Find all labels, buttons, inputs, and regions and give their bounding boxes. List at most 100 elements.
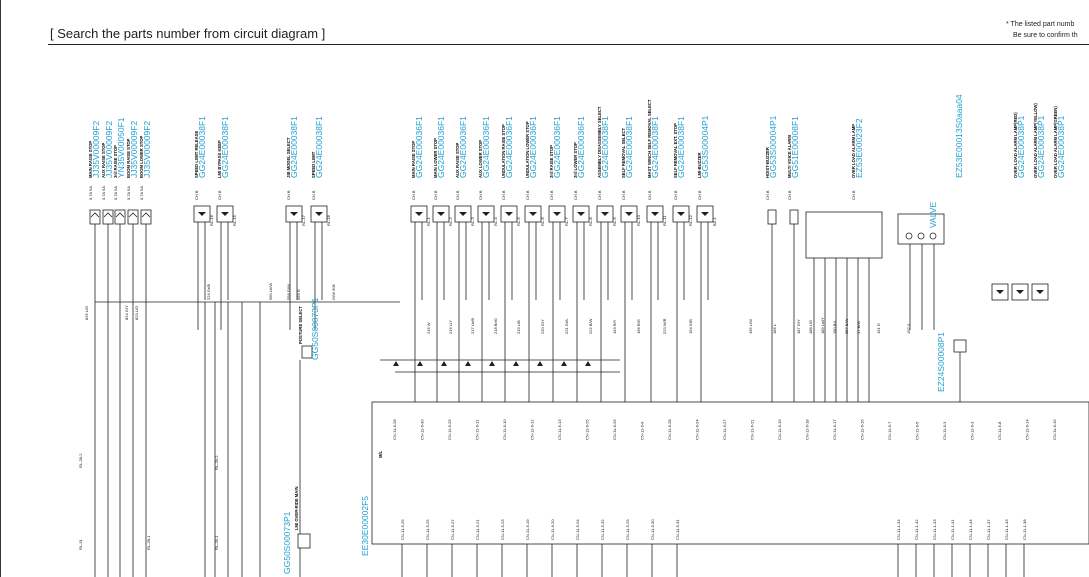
fuse-label-23: CH B [787, 190, 792, 200]
switch-arrow-0 [90, 212, 100, 218]
wire-label-6: 558 G/W [286, 284, 291, 300]
relay-diode-10 [437, 212, 445, 216]
relay-code-12: RL-4 [493, 217, 498, 226]
switch-box-3 [127, 209, 139, 225]
component-desc-17: ASSEMBLY DISASSEMBLY SELECT [597, 106, 602, 178]
fuse-label-13: CH B [501, 190, 506, 200]
connector-label-21: CN-11-6-3 [970, 421, 975, 440]
connector-label-6: CN-11-6-13 [557, 419, 562, 440]
fuse-label-7: CH B [286, 190, 291, 200]
wire-label-25: 190 B/L [832, 319, 837, 334]
lower-connector-label-15: CN-11-1-41 [950, 519, 955, 540]
connector-label-22: CN-11-6-8 [997, 421, 1002, 440]
component-desc-2: 3rd RAISE STOP [113, 145, 118, 178]
lower-connector-label-19: CN-11-1-38 [1022, 519, 1027, 540]
wire-label-8: 215 W [426, 322, 431, 334]
connector-label-8: CN-11-6-26 [612, 419, 617, 440]
component-desc-11: AUX RAISE STOP [455, 143, 460, 178]
component-desc-28: OVER LOAD ALARM LAMP(YELLOW) [1033, 103, 1038, 178]
relay-code-14: RL-6 [540, 217, 545, 226]
wire-label-21: 186 L [772, 323, 777, 334]
ez24-box [953, 339, 967, 353]
switch-box-4 [140, 209, 152, 225]
lower-connector-label-11: CN-11-5-31 [675, 519, 680, 540]
connector-label-14: CN-11-6-19 [777, 419, 782, 440]
lower-connector-label-12: CN-11-1-34 [896, 519, 901, 540]
lower-connector-label-0: CN-11-5-26 [400, 519, 405, 540]
switch-box-2 [114, 209, 126, 225]
connector-label-3: CN-11-6-11 [475, 419, 480, 440]
component-desc-18: SELF REMOVAL SELECT [621, 127, 626, 178]
fuse-label-10: CH B [433, 190, 438, 200]
component-desc-12: AUX LOWER STOP [478, 140, 483, 178]
relay-code-6: RL-15 [232, 214, 237, 226]
lower-connector-label-16: CN-11-1-44 [968, 519, 973, 540]
relay-diode-17 [601, 212, 609, 216]
component-desc-10: MAIN LOWER STOP [433, 138, 438, 178]
controller-part-number: EE30E00002F5 [360, 496, 370, 556]
lower-connector-label-8: CN-11-5-32 [600, 519, 605, 540]
part-number-16: GG24E00036F1 [576, 116, 586, 178]
lower-connector-label-17: CN-11-1-37 [986, 519, 991, 540]
wire-label-24: 189 Lw/Y [820, 317, 825, 334]
relay-diode-5 [198, 212, 206, 216]
wire-label-15: 222 B/W [588, 318, 593, 334]
relay-diode-21 [701, 212, 709, 216]
posture-switch-box [301, 345, 313, 359]
wire-label-19: 194 G/R [688, 319, 693, 334]
connector-label-20: CN-11-6-3 [942, 421, 947, 440]
part-number-2: YN35V00050F1 [116, 117, 126, 178]
wire-label-4: 559 G [296, 289, 301, 300]
part-number-27: GG24E00038P1 [1016, 115, 1026, 178]
wire-label-23: 188 L/G [808, 320, 813, 334]
part-number-29: GG24E00038P1 [1056, 115, 1066, 178]
lmi-switch-box [297, 533, 311, 549]
part-number-24: EZ53E00023F2 [854, 118, 864, 178]
switch-arrow-1 [103, 212, 113, 218]
other-part-lmi: GG50S00073P1 [282, 511, 292, 574]
side-label-2: RL-28-1 [146, 535, 151, 550]
side-label-0: RL-28-2 [78, 453, 83, 468]
relay-code-5: RL-16 [209, 214, 214, 226]
part-number-13: GG24E00036F1 [504, 116, 514, 178]
connector-label-19: CN-11-6-5 [915, 421, 920, 440]
component-desc-9: MAIN RAISE STOP [411, 141, 416, 178]
wire-label-17: 196 R/G [636, 319, 641, 334]
lower-connector-label-2: CN-11-5-27 [450, 519, 455, 540]
relay-code-15: RL-7 [564, 217, 569, 226]
bus-diode-3 [465, 361, 471, 366]
lower-connector-label-10: CN-11-5-30 [650, 519, 655, 540]
relay-code-19: RL-11 [662, 215, 667, 226]
bus-diode-0 [393, 361, 399, 366]
relay-code-11: RL-3 [470, 217, 475, 226]
component-desc-15: 3rd RAISE STOP [549, 145, 554, 178]
component-desc-14: UNDULATION LOWER STOP [525, 121, 530, 178]
connector-label-2: CN-11-6-29 [447, 419, 452, 440]
fuse-label-9: CH B [411, 190, 416, 200]
connector-label-12: CN-11-6-27 [722, 419, 727, 440]
marks-layer [89, 205, 1089, 549]
component-desc-22: HOIST-BUZZER [765, 147, 770, 178]
part-number-8: GG24E00038F1 [314, 116, 324, 178]
part-number-7: GG24E00038F1 [289, 116, 299, 178]
bus-diode-8 [585, 361, 591, 366]
fuse-label-5: CH B [194, 190, 199, 200]
switch-box-0 [89, 209, 101, 225]
note-line-1: * The listed part numb [1006, 21, 1075, 28]
wire-label-13: 220 G/Y [540, 319, 545, 334]
connector-label-10: CN-11-6-28 [667, 419, 672, 440]
relay-diode-19 [651, 212, 659, 216]
fuse-label-20: CH B [673, 190, 678, 200]
bus-diode-6 [537, 361, 543, 366]
lower-connector-label-4: CN-11-5-23 [500, 519, 505, 540]
relay-diode-13 [505, 212, 513, 216]
component-desc-16: 3rd LOWER STOP [573, 142, 578, 178]
part-number-6: GG24E00038F1 [220, 116, 230, 178]
lower-connector-label-1: CN-11-5-25 [425, 519, 430, 540]
relay-diode-20 [677, 212, 685, 216]
wire-label-26: 657 B/W [844, 318, 849, 334]
wire-label-1: 824 G/Y [124, 305, 129, 320]
part-number-0: JJ35V00009F2 [91, 121, 101, 178]
